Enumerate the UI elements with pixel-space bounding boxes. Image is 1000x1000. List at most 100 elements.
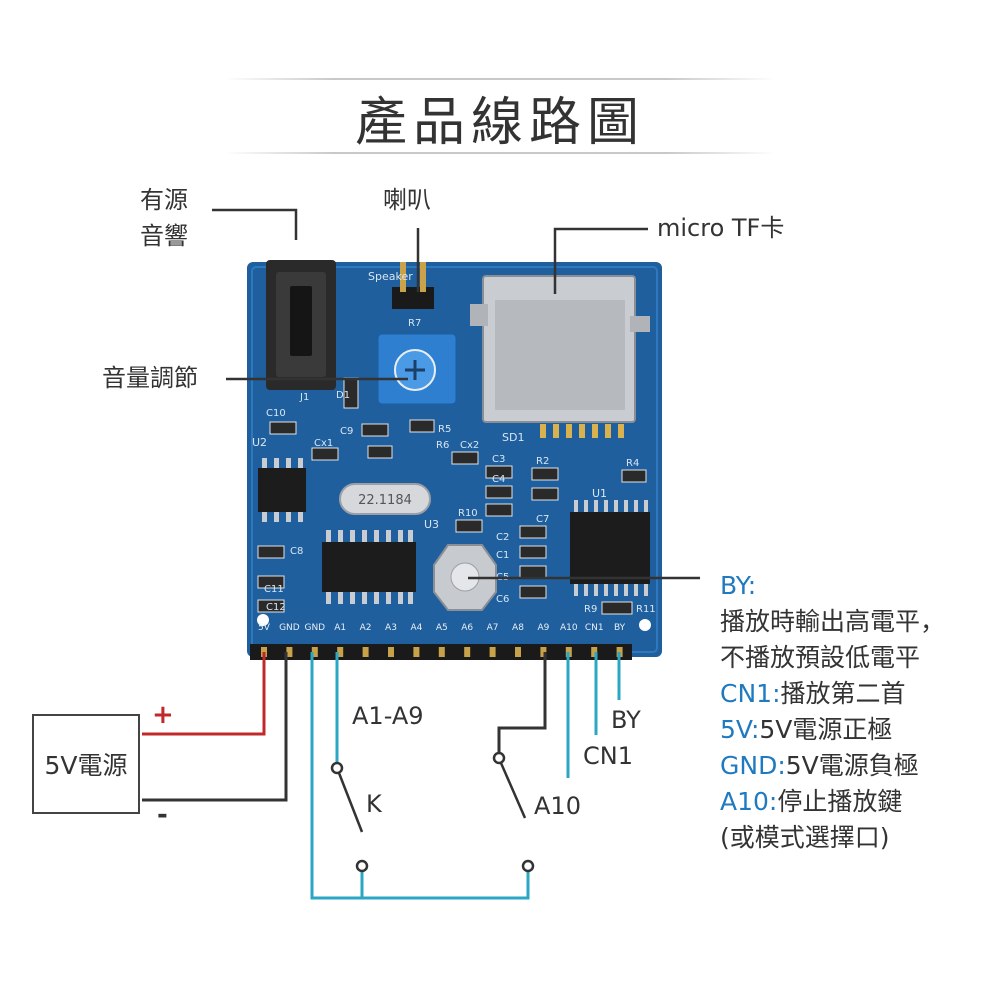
sd-inner <box>495 300 625 410</box>
wire-gnd <box>142 652 288 802</box>
header-pin-cn1 <box>591 647 598 657</box>
micro-tf-label: micro TF卡 <box>657 214 785 242</box>
switch-a10 <box>492 751 535 873</box>
header-pin-a1 <box>337 647 344 657</box>
silkscreen-j1: J1 <box>299 392 309 403</box>
header-pin-label: A7 <box>487 623 499 633</box>
header-pin-label: A2 <box>360 623 372 633</box>
switch-a10-wiring <box>497 652 547 752</box>
desc-line: A10:停止播放鍵 <box>720 784 995 820</box>
header-pin-label: 5V <box>258 623 271 633</box>
chip-u3: U3 <box>322 518 439 604</box>
chip-body <box>258 468 306 512</box>
desc-text: 播放時輸出高電平， <box>720 607 946 636</box>
silkscreen-c6: C6 <box>496 594 509 605</box>
header-pin-a8 <box>515 647 521 657</box>
header-pin <box>420 262 426 292</box>
desc-key: CN1: <box>720 679 781 708</box>
sd-tab <box>470 304 488 326</box>
speaker-header: Speaker <box>368 262 434 309</box>
sd-tab <box>630 316 650 332</box>
desc-text: (或模式選擇口) <box>720 823 890 852</box>
header-pin-label: BY <box>614 623 626 633</box>
silkscreen-u2: U2 <box>252 436 267 449</box>
smd-components <box>257 377 647 615</box>
silkscreen-cx1: Cx1 <box>314 438 333 449</box>
header-pin-label: A8 <box>512 623 524 633</box>
silkscreen-u3: U3 <box>424 518 439 531</box>
silkscreen-r11: R11 <box>636 604 656 615</box>
mount-hole <box>257 614 269 626</box>
silkscreen-c8: C8 <box>290 546 303 557</box>
header-pin-a6 <box>464 647 471 657</box>
cn1-label: CN1 <box>583 742 633 770</box>
desc-key: A10: <box>720 787 778 816</box>
power-supply-box: 5V電源 <box>32 714 140 814</box>
power-supply-label: 5V電源 <box>44 751 128 780</box>
silkscreen-c10: C10 <box>266 408 286 419</box>
desc-line: BY: <box>720 568 995 604</box>
switch-k <box>330 761 369 873</box>
desc-key: BY: <box>720 571 757 600</box>
chip-u2: U2 <box>252 436 306 522</box>
silkscreen-speaker: Speaker <box>368 270 413 283</box>
wire-a10 <box>497 652 547 752</box>
silkscreen-r6: R6 <box>436 440 449 451</box>
silkscreen-u1: U1 <box>592 487 607 500</box>
cyan-wiring <box>310 652 621 900</box>
header-pin-gnd <box>286 647 293 657</box>
silkscreen-r9: R9 <box>584 604 597 615</box>
audio-jack <box>266 260 336 390</box>
desc-line: (或模式選擇口) <box>720 820 995 856</box>
title-rule-bottom <box>225 152 775 154</box>
sd-contacts <box>540 424 624 438</box>
pcb-board: Speaker SD1 <box>247 260 662 660</box>
minus-sign: - <box>157 800 168 830</box>
sd-card-socket: SD1 <box>470 275 650 444</box>
silkscreen-c1: C1 <box>496 550 509 561</box>
header-pin-a7 <box>489 647 496 657</box>
silkscreen-sd: SD1 <box>502 431 524 444</box>
pin-description: BY: 播放時輸出高電平， 不播放預設低電平 CN1:播放第二首 5V:5V電源… <box>720 568 995 856</box>
jack-hole <box>290 286 312 356</box>
desc-key: 5V: <box>720 715 760 744</box>
desc-line: GND:5V電源負極 <box>720 748 995 784</box>
header-pin-label: A9 <box>537 623 549 633</box>
switch-k-label: K <box>366 790 382 818</box>
header-pin-label: GND <box>304 623 325 633</box>
jack-leader <box>212 208 298 240</box>
crystal-body <box>339 483 431 515</box>
header-pin-a9 <box>540 647 547 657</box>
switch-k-terminal <box>355 859 369 873</box>
silkscreen-c9: C9 <box>340 426 353 437</box>
header-pin-label: A6 <box>461 623 473 633</box>
header-pin-gnd <box>311 647 318 657</box>
switch-k-terminal <box>330 761 344 775</box>
sd-leader <box>553 227 648 294</box>
desc-key: GND: <box>720 751 786 780</box>
callout-lines <box>212 208 700 580</box>
silkscreen-c3: C3 <box>492 454 505 465</box>
switch-a10-lever <box>499 762 527 819</box>
active-speaker-label-line2: 音響 <box>140 222 188 250</box>
speaker-label: 喇叭 <box>383 186 431 214</box>
volume-label: 音量調節 <box>102 364 198 392</box>
page-title: 產品線路圖 <box>354 93 645 153</box>
desc-line: 播放時輸出高電平， <box>720 604 995 640</box>
header-pin-label: GND <box>279 623 300 633</box>
wire-gnd-bus <box>310 652 530 900</box>
mount-hole <box>639 619 651 631</box>
header-pin-label: A3 <box>385 623 397 633</box>
silkscreen-labels: C10 C9 Cx1 R5 R6 Cx2 C3 R2 R4 C4 R10 C7 … <box>264 318 656 615</box>
desc-text: 停止播放鍵 <box>777 787 903 816</box>
silkscreen-c2: C2 <box>496 532 509 543</box>
desc-line: CN1:播放第二首 <box>720 676 995 712</box>
header-pin-a5 <box>438 647 445 657</box>
desc-text: 5V電源負極 <box>785 751 919 780</box>
switch-a10-terminal <box>492 751 506 765</box>
by-label: BY <box>611 706 641 734</box>
push-button <box>433 544 497 611</box>
